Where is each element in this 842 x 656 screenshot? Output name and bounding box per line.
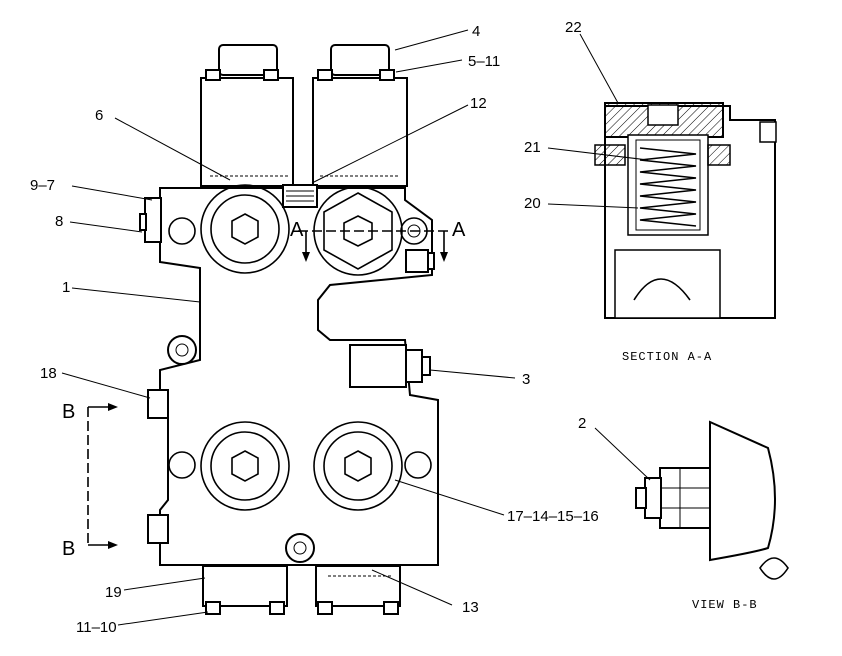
lower-right-port bbox=[313, 421, 403, 511]
section-a-a-view: 22 21 20 SECTION A-A bbox=[524, 19, 777, 364]
callout-12: 12 bbox=[470, 95, 487, 112]
callout-labels: 4 5–11 12 6 9–7 8 1 18 3 17–14–15–16 19 … bbox=[30, 23, 599, 636]
callout-2: 2 bbox=[578, 415, 586, 432]
leader-lines bbox=[61, 29, 516, 626]
callout-9-7: 9–7 bbox=[30, 177, 55, 194]
view-mark-b-top: B bbox=[62, 401, 75, 423]
solenoid-right bbox=[312, 44, 408, 187]
callout-1: 1 bbox=[62, 279, 70, 296]
callout-8: 8 bbox=[55, 213, 63, 230]
spring bbox=[639, 147, 697, 227]
callout-22: 22 bbox=[565, 19, 582, 36]
callout-5-11: 5–11 bbox=[468, 53, 500, 70]
callout-3: 3 bbox=[522, 371, 530, 388]
lower-left-port bbox=[200, 421, 290, 511]
view-caption: VIEW B-B bbox=[692, 598, 758, 612]
callout-11-10: 11–10 bbox=[76, 619, 117, 636]
main-valve-view bbox=[87, 44, 450, 615]
callout-18: 18 bbox=[40, 365, 57, 382]
callout-20: 20 bbox=[524, 195, 541, 212]
callout-6: 6 bbox=[95, 107, 103, 124]
upper-left-port bbox=[200, 184, 290, 274]
section-mark-a-left: A bbox=[290, 219, 304, 241]
callout-17-14-15-16: 17–14–15–16 bbox=[507, 508, 599, 525]
callout-13: 13 bbox=[462, 599, 479, 616]
section-mark-a-right: A bbox=[452, 219, 466, 241]
view-mark-b-bottom: B bbox=[62, 538, 75, 560]
callout-21: 21 bbox=[524, 139, 541, 156]
callout-4: 4 bbox=[472, 23, 480, 40]
view-b-b: 2 VIEW B-B bbox=[578, 415, 789, 612]
callout-19: 19 bbox=[105, 584, 122, 601]
solenoid-left bbox=[200, 44, 294, 187]
section-caption: SECTION A-A bbox=[622, 350, 712, 364]
